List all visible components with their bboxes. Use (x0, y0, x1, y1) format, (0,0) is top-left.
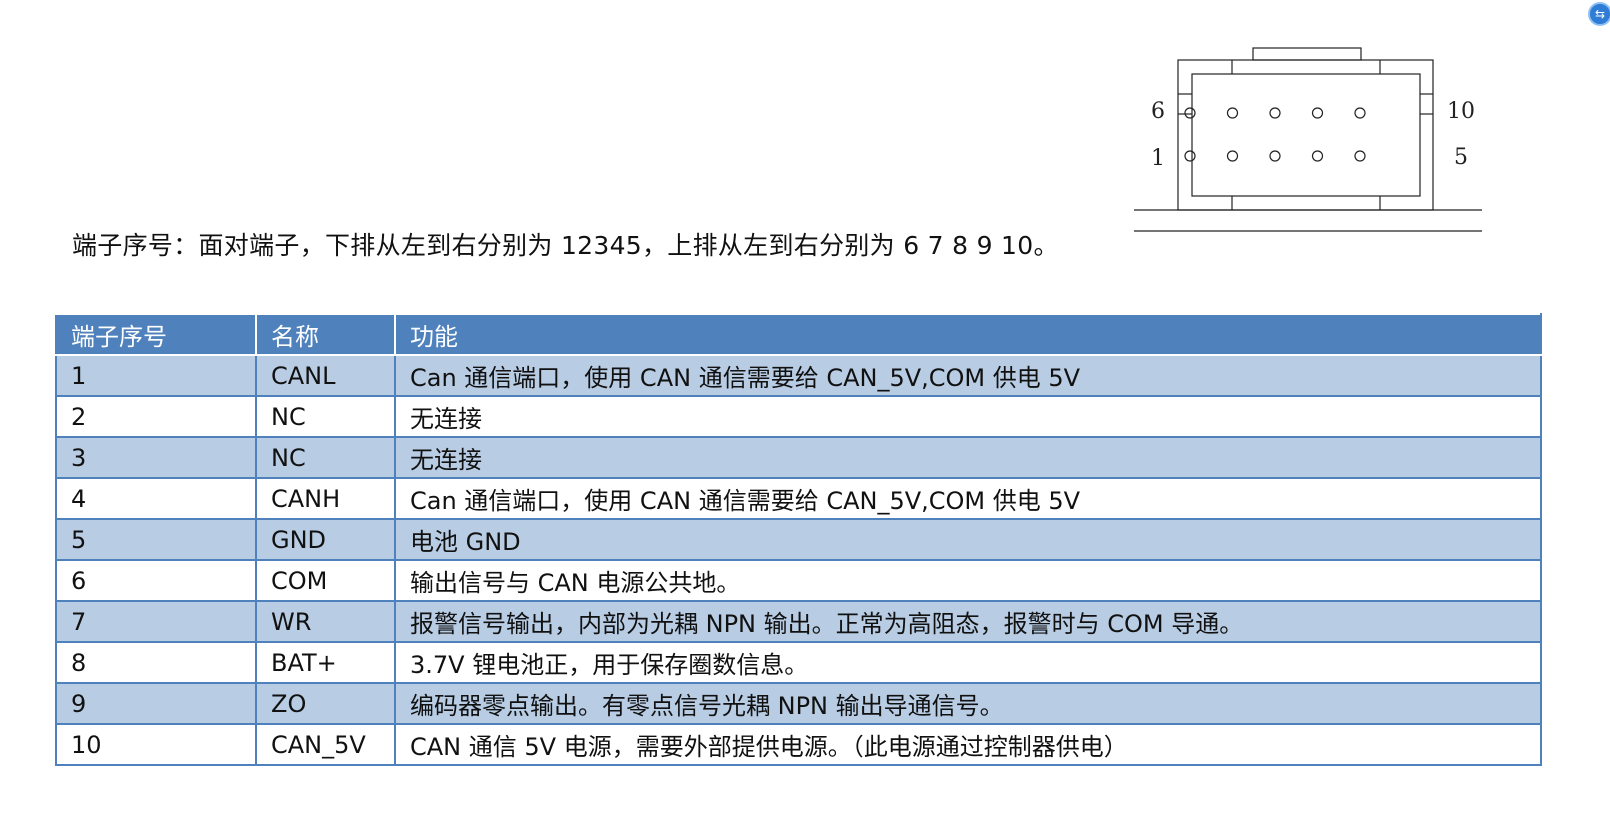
top-pin-hole (1269, 107, 1281, 119)
translate-icon[interactable]: ⇆ (1588, 2, 1610, 26)
pin-number-cell: 9 (55, 682, 257, 725)
pin-name-cell: CAN_5V (255, 723, 396, 766)
pin-number-cell: 8 (55, 641, 257, 684)
pin-name-cell: NC (255, 436, 396, 479)
connector-housing (1177, 59, 1434, 211)
pin-label-bottom-right: 5 (1454, 145, 1468, 170)
bottom-pin-hole (1184, 150, 1196, 162)
bottom-pin-hole (1269, 150, 1281, 162)
bottom-pin-hole (1226, 150, 1239, 162)
pin-name-cell: WR (255, 600, 396, 643)
pin-number-cell: 10 (55, 723, 257, 766)
pin-function-cell: 电池 GND (394, 518, 1542, 561)
pin-number-cell: 3 (55, 436, 257, 479)
pin-function-cell: 无连接 (394, 436, 1542, 479)
top-pin-hole (1354, 107, 1366, 119)
pin-function-cell: Can 通信端口，使用 CAN 通信需要给 CAN_5V,COM 供电 5V (394, 354, 1542, 397)
top-pin-hole (1226, 107, 1239, 119)
pin-number-cell: 2 (55, 395, 257, 438)
pin-function-cell: CAN 通信 5V 电源，需要外部提供电源。（此电源通过控制器供电） (394, 723, 1542, 766)
pin-name-cell: BAT+ (255, 641, 396, 684)
pin-number-cell: 5 (55, 518, 257, 561)
connector-diagram: 6 10 1 5 (1134, 47, 1482, 232)
pin-number-cell: 6 (55, 559, 257, 602)
pin-name-cell: ZO (255, 682, 396, 725)
header-name: 名称 (255, 313, 396, 356)
pin-numbering-note: 端子序号：面对端子，下排从左到右分别为 12345，上排从左到右分别为 6 7 … (72, 231, 1059, 260)
pin-function-cell: 报警信号输出，内部为光耦 NPN 输出。正常为高阻态，报警时与 COM 导通。 (394, 600, 1542, 643)
connector-cavity (1191, 73, 1421, 197)
pin-label-top-left: 6 (1151, 99, 1165, 124)
header-pin-number: 端子序号 (55, 313, 257, 356)
pin-function-cell: 输出信号与 CAN 电源公共地。 (394, 559, 1542, 602)
table-header-row: 端子序号 名称 功能 (55, 313, 1542, 356)
connector-latch (1252, 47, 1362, 61)
header-function: 功能 (394, 313, 1542, 356)
pin-name-cell: CANL (255, 354, 396, 397)
bottom-pin-hole (1311, 150, 1324, 162)
pin-function-cell: 3.7V 锂电池正，用于保存圈数信息。 (394, 641, 1542, 684)
pin-name-cell: GND (255, 518, 396, 561)
pin-name-cell: NC (255, 395, 396, 438)
top-pin-hole (1311, 107, 1324, 119)
pin-name-cell: COM (255, 559, 396, 602)
pin-function-cell: 无连接 (394, 395, 1542, 438)
top-pin-hole (1184, 107, 1196, 119)
pin-number-cell: 1 (55, 354, 257, 397)
pin-number-cell: 4 (55, 477, 257, 520)
bottom-pin-hole (1354, 150, 1366, 162)
pin-name-cell: CANH (255, 477, 396, 520)
pin-number-cell: 7 (55, 600, 257, 643)
pin-function-cell: 编码器零点输出。有零点信号光耦 NPN 输出导通信号。 (394, 682, 1542, 725)
pin-label-bottom-left: 1 (1151, 146, 1165, 171)
pin-function-cell: Can 通信端口，使用 CAN 通信需要给 CAN_5V,COM 供电 5V (394, 477, 1542, 520)
pin-label-top-right: 10 (1447, 99, 1475, 124)
